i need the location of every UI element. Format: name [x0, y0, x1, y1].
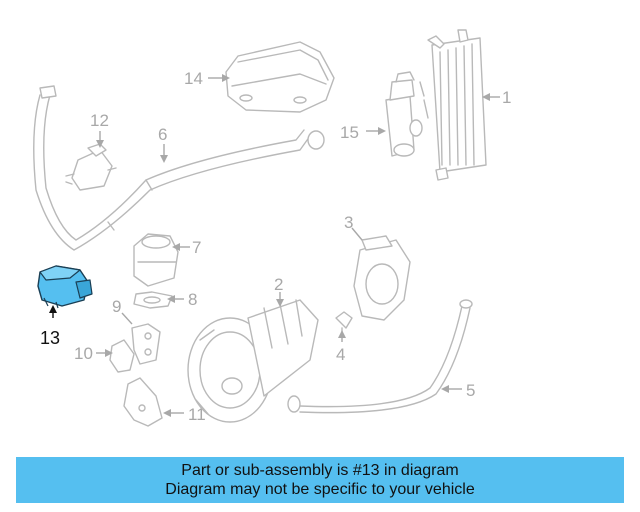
- part-7-housing: [133, 233, 179, 287]
- part-15-valve: [385, 71, 429, 157]
- arrow-5: [441, 385, 449, 393]
- caption-banner: Part or sub-assembly is #13 in diagram D…: [16, 457, 624, 503]
- arrow-15: [378, 127, 386, 135]
- part-4-fitting: [335, 311, 353, 335]
- part-5-hose: [287, 299, 473, 414]
- arrow-13: [49, 305, 57, 313]
- callout-1: 1: [502, 88, 511, 107]
- arrow-4: [338, 330, 346, 338]
- part-13-highlighted[interactable]: [37, 265, 93, 309]
- part-2-air-pump: [187, 299, 319, 423]
- part-11-bracket: [123, 377, 163, 427]
- callout-12: 12: [90, 111, 109, 130]
- callout-10: 10: [74, 344, 93, 363]
- part-1-cooler: [427, 29, 487, 181]
- callout-4: 4: [336, 345, 345, 364]
- part-10-plate: [109, 339, 135, 373]
- part-6-hose: [33, 85, 325, 251]
- callout-11: 11: [188, 405, 206, 424]
- callout-9: 9: [112, 297, 121, 316]
- part-3-valve: [353, 235, 411, 321]
- part-8-gasket: [133, 291, 173, 309]
- parts-diagram: 1 14 15 12 6: [33, 29, 511, 427]
- caption-line-1: Part or sub-assembly is #13 in diagram: [181, 462, 459, 479]
- part-9-bracket: [131, 323, 161, 365]
- part-14-cover: [225, 41, 335, 113]
- callout-8: 8: [188, 290, 197, 309]
- caption-line-2: Diagram may not be specific to your vehi…: [165, 481, 475, 498]
- leader-9: [121, 312, 133, 325]
- callout-7: 7: [192, 238, 201, 257]
- callout-13: 13: [40, 328, 60, 348]
- callout-2: 2: [274, 275, 283, 294]
- arrow-14: [222, 74, 230, 82]
- callout-6: 6: [158, 125, 167, 144]
- arrow-8: [167, 295, 175, 303]
- arrow-12: [96, 140, 104, 148]
- callout-15: 15: [340, 123, 359, 142]
- part-12-sensor: [65, 143, 117, 191]
- arrow-7: [172, 243, 180, 251]
- arrow-11: [163, 409, 171, 417]
- leader-3: [351, 227, 363, 241]
- callout-14: 14: [184, 69, 203, 88]
- callout-3: 3: [344, 213, 353, 232]
- arrow-6: [160, 155, 168, 163]
- arrow-2: [276, 299, 284, 307]
- callout-5: 5: [466, 381, 475, 400]
- arrow-1: [482, 93, 490, 101]
- arrow-10: [105, 349, 113, 357]
